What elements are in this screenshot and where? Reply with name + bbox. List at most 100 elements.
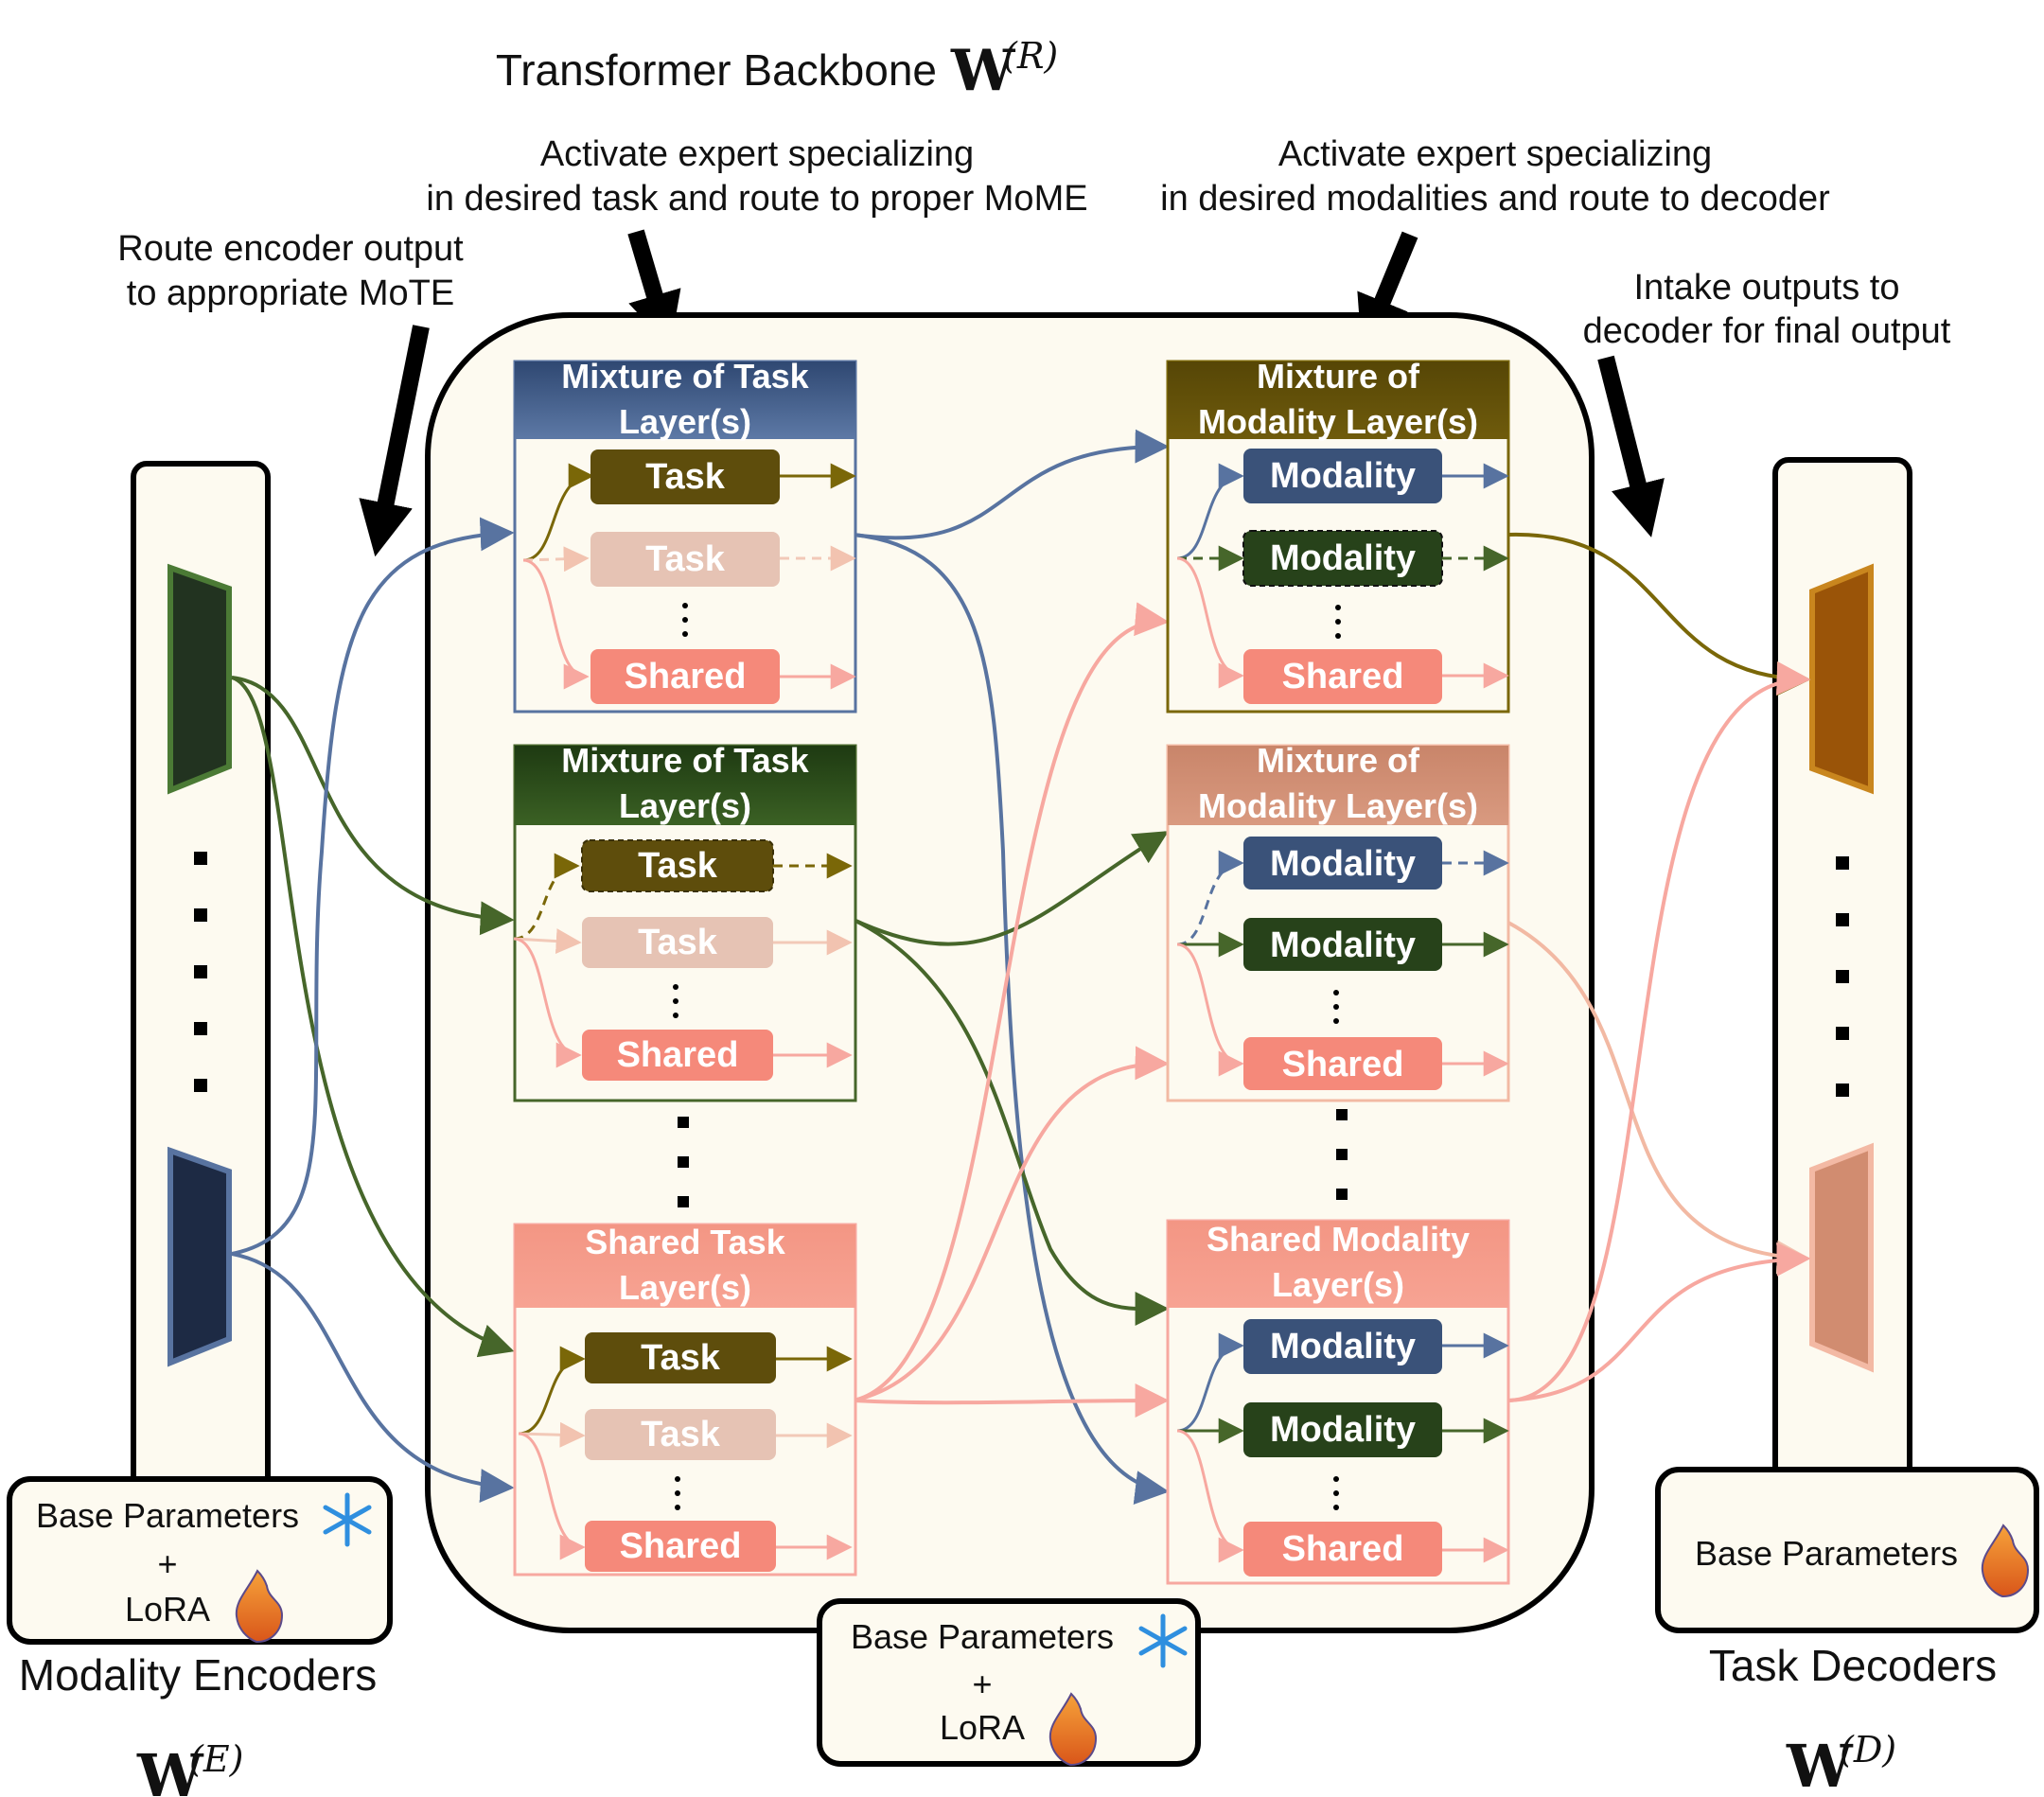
task-layer-1-header-line1: Mixture of Task — [561, 357, 809, 396]
shared-modality-layer: Shared Modality Layer(s) Modality Modali… — [1166, 1219, 1510, 1585]
modality-expert — [1243, 1402, 1442, 1457]
shared-expert — [1243, 1037, 1442, 1090]
mixture-of-task-layer-2: Mixture of Task Layer(s) Task Task Share… — [513, 741, 857, 1102]
shared-task-layer: Shared Task Layer(s) Task Task Shared — [513, 1223, 857, 1577]
arrow-down-icon — [627, 229, 681, 348]
modality-layer-2-header-line2: Modality Layer(s) — [1198, 786, 1478, 825]
backbone-parameters-box: Base Parameters + LoRA — [817, 1598, 1201, 1767]
svg-text:Shared: Shared — [617, 1035, 739, 1075]
expert-ellipsis — [682, 603, 688, 637]
backbone-plus: + — [972, 1665, 992, 1703]
decoder-base-parameters: Base Parameters — [1695, 1534, 1958, 1573]
expert-ellipsis — [1333, 1476, 1339, 1510]
task-expert — [590, 449, 780, 504]
decoder-ellipsis — [1836, 856, 1849, 1097]
task-expert — [585, 1332, 776, 1383]
annotation-intake-outputs-line1: Intake outputs to — [1634, 268, 1900, 308]
encoder-plus: + — [157, 1544, 177, 1583]
task-decoder-tan — [1809, 1142, 1874, 1373]
backbone-math-superscript: (R) — [1003, 35, 1058, 77]
svg-text:Modality: Modality — [1270, 844, 1416, 884]
modality-encoder-blue — [167, 1146, 232, 1367]
task-layer-1-header-line2: Layer(s) — [619, 402, 751, 441]
flame-icon — [1048, 1692, 1098, 1767]
svg-text:Modality: Modality — [1270, 1327, 1416, 1366]
mixture-of-task-layer-1: Mixture of Task Layer(s) Task Task Share… — [513, 357, 857, 714]
expert-ellipsis — [1333, 990, 1339, 1024]
snowflake-icon — [1138, 1613, 1188, 1668]
svg-text:Modality: Modality — [1270, 538, 1416, 578]
encoder-routing-edges — [231, 517, 515, 1503]
modality-encoder-green — [167, 563, 232, 795]
diagram-title: Transformer Backbone — [496, 45, 937, 95]
task-expert-faded — [585, 1409, 776, 1460]
annotation-route-encoder-line2: to appropriate MoTE — [127, 273, 454, 313]
flame-icon — [1981, 1524, 2030, 1598]
task-layer-2-header-line1: Mixture of Task — [561, 741, 809, 780]
mixture-of-modality-layer-1: Mixture of Modality Layer(s) Modality Mo… — [1166, 357, 1510, 714]
shared-task-header-line2: Layer(s) — [619, 1268, 751, 1307]
decoder-parameters-box: Base Parameters — [1655, 1467, 2039, 1633]
svg-text:Modality: Modality — [1270, 1410, 1416, 1450]
expert-ellipsis — [1335, 605, 1341, 639]
arrow-down-icon — [1597, 355, 1665, 537]
svg-text:Task: Task — [645, 457, 726, 497]
shared-expert — [582, 1030, 773, 1081]
encoder-math-symbol: W — [136, 1741, 204, 1797]
encoder-lora: LoRA — [125, 1590, 210, 1629]
backbone-lora: LoRA — [940, 1708, 1025, 1747]
shared-modality-header-line2: Layer(s) — [1272, 1265, 1404, 1304]
modality-layer-2-header-line1: Mixture of — [1257, 741, 1420, 780]
task-to-modality-edges — [853, 429, 1170, 1505]
shared-task-header-line1: Shared Task — [585, 1223, 785, 1261]
svg-text:Task: Task — [638, 923, 718, 962]
svg-text:Shared: Shared — [620, 1526, 742, 1566]
annotation-activate-modality-line2: in desired modalities and route to decod… — [1160, 179, 1830, 219]
encoder-math-superscript: (E) — [189, 1738, 243, 1780]
shared-expert — [1243, 1522, 1442, 1577]
backbone-base-parameters: Base Parameters — [851, 1617, 1114, 1656]
arrow-down-icon — [1357, 231, 1418, 352]
svg-text:Modality: Modality — [1270, 456, 1416, 496]
task-layers-ellipsis — [678, 1117, 689, 1207]
svg-text:Task: Task — [641, 1415, 721, 1454]
modality-layers-ellipsis — [1336, 1109, 1348, 1200]
modality-expert — [1243, 918, 1442, 971]
mixture-of-modality-layer-2: Mixture of Modality Layer(s) Modality Mo… — [1166, 741, 1510, 1102]
encoder-base-parameters: Base Parameters — [36, 1496, 299, 1535]
svg-text:Shared: Shared — [1282, 1045, 1404, 1084]
flame-icon — [235, 1569, 284, 1644]
task-expert-faded — [590, 532, 780, 587]
encoder-ellipsis — [194, 852, 207, 1092]
modality-expert — [1243, 449, 1442, 503]
expert-ellipsis — [673, 984, 678, 1018]
snowflake-icon — [323, 1492, 372, 1547]
task-decoder-orange — [1809, 563, 1874, 795]
annotation-route-encoder-line1: Route encoder output — [117, 229, 464, 269]
svg-text:Task: Task — [645, 539, 726, 579]
svg-text:Shared: Shared — [625, 657, 747, 696]
svg-text:Shared: Shared — [1282, 1529, 1404, 1569]
task-layer-2-header-line2: Layer(s) — [619, 786, 751, 825]
decoders-caption: Task Decoders — [1709, 1641, 1997, 1690]
annotation-activate-modality-line1: Activate expert specializing — [1278, 134, 1712, 174]
encoder-parameters-box: Base Parameters + LoRA — [7, 1476, 393, 1645]
encoders-caption: Modality Encoders — [19, 1650, 377, 1700]
svg-text:Shared: Shared — [1282, 657, 1404, 696]
svg-text:Task: Task — [638, 846, 718, 886]
svg-text:Modality: Modality — [1270, 925, 1416, 965]
modality-expert — [1243, 837, 1442, 890]
svg-text:Task: Task — [641, 1338, 721, 1378]
task-expert-faded — [582, 917, 773, 968]
backbone-math-symbol: W — [950, 38, 1016, 104]
annotation-activate-task-line2: in desired task and route to proper MoME — [426, 179, 1087, 219]
modality-expert — [1242, 530, 1443, 587]
annotation-activate-task-line1: Activate expert specializing — [540, 134, 974, 174]
shared-expert — [590, 649, 780, 704]
decoder-math-superscript: (D) — [1840, 1729, 1896, 1771]
shared-modality-header-line1: Shared Modality — [1207, 1220, 1470, 1259]
modality-to-decoder-edges — [1507, 532, 1811, 1402]
decoder-math-symbol: W — [1786, 1732, 1854, 1797]
modality-expert — [1243, 1319, 1442, 1374]
